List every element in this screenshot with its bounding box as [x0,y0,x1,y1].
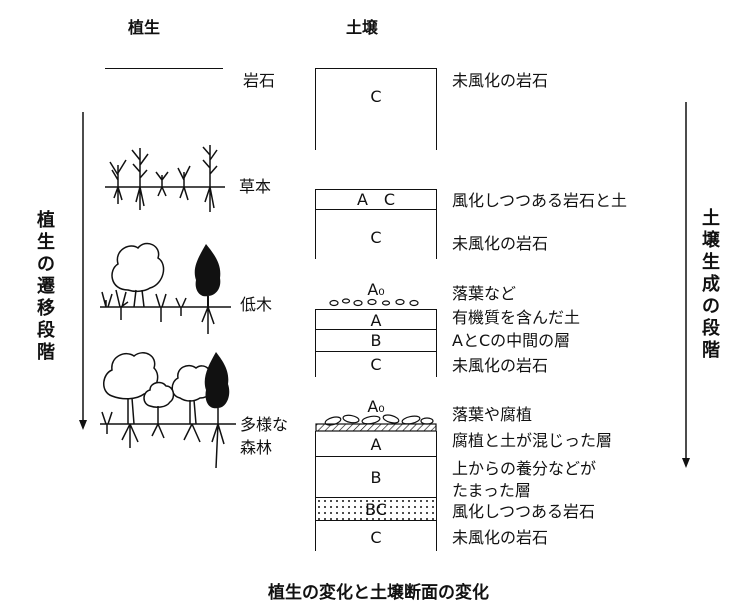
shrub-layer-a0: A₀ [367,280,385,299]
shrub-desc-a: 有機質を含んだ土 [452,308,581,327]
rock-ground-line [105,68,223,69]
forest-layer-a: A [370,435,382,454]
herb-layer-ac: A C [356,190,396,209]
forest-layer-bc: BC [365,500,387,519]
shrub-layer-b: B [370,331,382,350]
forest-desc-a0: 落葉や腐植 [452,405,533,424]
forest-desc-b-line2: たまった層 [452,481,531,500]
forest-layer-divider-1 [315,456,437,457]
shrub-soil-profile [315,309,437,377]
soil-formation-arrow [682,102,690,468]
forest-plants-illustration [100,352,236,469]
herb-layer-c: C [370,228,382,247]
forest-soil-profile [315,431,437,551]
soil-formation-label: 土壌生成の段階 [702,208,720,361]
forest-desc-c: 未風化の岩石 [452,528,549,547]
rock-profile-top [315,68,437,69]
forest-layer-b: B [370,468,382,487]
rock-soil-profile [315,68,437,150]
shrub-desc-b: AとCの中間の層 [452,331,571,350]
herb-plants-illustration [105,145,225,212]
herb-soil-profile [315,189,437,259]
vegetation-header: 植生 [128,18,161,37]
stage-herb-label: 草本 [239,177,272,196]
shrub-desc-c: 未風化の岩石 [452,356,549,375]
herb-desc-c: 未風化の岩石 [452,234,549,253]
forest-litter-humus [315,414,437,432]
shrub-layer-divider-1 [315,329,437,330]
shrub-layer-divider-2 [315,351,437,352]
stage-forest-label-line2: 森林 [240,438,273,457]
herb-layer-divider [315,209,437,210]
forest-layer-a0: A₀ [367,397,385,416]
shrub-desc-a0: 落葉など [452,284,517,303]
forest-layer-c: C [370,528,382,547]
stage-rock-label: 岩石 [243,71,276,90]
vegetation-succession-label: 植生の遷移段階 [37,210,55,363]
shrub-layer-c: C [370,355,382,374]
forest-desc-a: 腐植と土が混じった層 [452,431,613,450]
herb-desc-ac: 風化しつつある岩石と土 [452,191,628,210]
shrub-layer-a: A [370,311,382,330]
forest-layer-bc-fill [315,497,437,521]
forest-desc-bc: 風化しつつある岩石 [452,502,596,521]
vegetation-succession-arrow [79,112,87,430]
shrub-leaf-litter [329,298,419,307]
rock-layer-c: C [370,87,382,106]
soil-header: 土壌 [346,18,379,37]
stage-shrub-label: 低木 [240,295,273,314]
figure-caption: 植生の変化と土壌断面の変化 [268,583,489,603]
forest-desc-b-line1: 上からの養分などが [452,459,597,478]
shrub-plants-illustration [100,242,231,334]
stage-forest-label-line1: 多様な [240,415,289,434]
rock-desc-c: 未風化の岩石 [452,71,549,90]
